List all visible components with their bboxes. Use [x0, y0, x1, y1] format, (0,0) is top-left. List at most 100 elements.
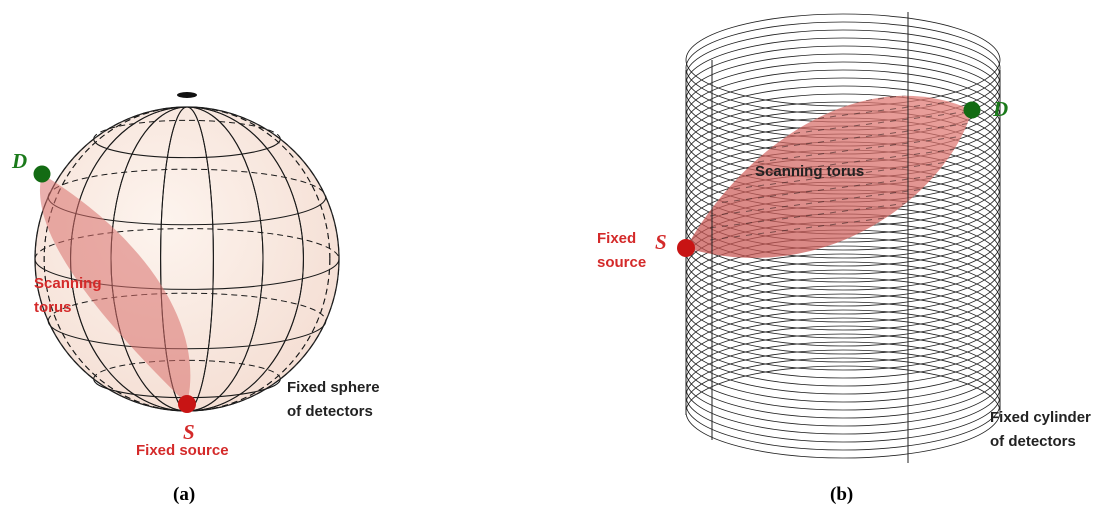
- torus-dash: [769, 135, 777, 137]
- torus-dash: [913, 153, 921, 155]
- torus-dash: [757, 232, 765, 235]
- torus-dash: [733, 127, 741, 130]
- caption-b: (b): [830, 484, 853, 505]
- torus-dash: [865, 219, 873, 221]
- torus-dash: [781, 145, 789, 148]
- torus-dash: [925, 127, 933, 130]
- torus-dash: [781, 181, 789, 184]
- cylinder-ring: [685, 365, 1001, 459]
- torus-dash: [937, 186, 945, 188]
- torus-dash: [889, 132, 897, 134]
- torus-dash: [769, 159, 777, 161]
- torus-dash: [901, 154, 909, 157]
- torus-dash: [733, 235, 741, 238]
- torus-dash: [793, 204, 801, 206]
- torus-dash: [841, 210, 849, 212]
- torus-dash: [709, 226, 717, 229]
- torus-dash: [949, 184, 957, 187]
- torus-dash: [733, 163, 741, 166]
- torus-dash: [937, 150, 945, 152]
- cylinder-ring: [685, 277, 1001, 371]
- torus-dash: [829, 151, 837, 154]
- torus-dash: [733, 211, 741, 214]
- torus-dash: [877, 109, 885, 112]
- torus-dash: [865, 195, 873, 197]
- torus-dash: [853, 148, 861, 151]
- torus-dash: [877, 133, 885, 136]
- torus-dash: [865, 147, 873, 149]
- torus-dash: [853, 196, 861, 199]
- torus-dash: [745, 198, 753, 200]
- torus-dash: [877, 97, 885, 100]
- torus-dash: [817, 129, 825, 131]
- torus-dash: [829, 115, 837, 118]
- torus-dash: [877, 181, 885, 184]
- torus-label-a-line2: torus: [34, 299, 72, 316]
- torus-dash: [829, 139, 837, 142]
- source-label-a: S: [183, 420, 195, 444]
- torus-dash: [733, 199, 741, 202]
- torus-dash: [829, 163, 837, 166]
- torus-dash: [769, 207, 777, 209]
- torus-dash: [781, 157, 789, 160]
- torus-dash: [733, 223, 741, 226]
- torus-dash: [817, 225, 825, 227]
- torus-dash: [853, 208, 861, 211]
- torus-dash: [853, 184, 861, 187]
- torus-dash: [805, 226, 813, 229]
- torus-dash: [949, 136, 957, 139]
- torus-dash: [901, 130, 909, 133]
- cylinder-ring: [685, 293, 1001, 387]
- torus-label-a-line1: Scanning: [34, 275, 102, 292]
- torus-dash: [853, 172, 861, 175]
- torus-dash: [913, 177, 921, 179]
- torus-dash: [793, 192, 801, 194]
- torus-dash: [805, 166, 813, 169]
- torus-dash: [949, 208, 957, 211]
- torus-dash: [877, 205, 885, 208]
- torus-dash: [757, 160, 765, 163]
- torus-dash: [901, 166, 909, 169]
- torus-dash: [817, 117, 825, 119]
- sphere-latitude-back: [47, 168, 327, 198]
- torus-dash: [889, 108, 897, 110]
- torus-label-b: Scanning torus: [755, 163, 864, 180]
- source-label-b-line2: source: [597, 254, 646, 271]
- torus-dash: [865, 123, 873, 125]
- torus-dash: [901, 142, 909, 145]
- torus-dash: [829, 223, 837, 226]
- torus-dash: [925, 139, 933, 142]
- torus-dash: [805, 154, 813, 157]
- torus-dash: [950, 89, 956, 90]
- torus-dash: [853, 220, 861, 223]
- torus-dash: [913, 165, 921, 167]
- torus-dash: [853, 124, 861, 127]
- torus-dash: [793, 156, 801, 158]
- source-label-b-line1: Fixed: [597, 230, 636, 247]
- torus-dash: [829, 199, 837, 202]
- torus-dash: [781, 205, 789, 208]
- cylinder-ring: [685, 21, 1001, 115]
- sphere-latitude-back: [93, 359, 281, 380]
- torus-dash: [841, 174, 849, 176]
- cylinder-ring: [685, 13, 1001, 107]
- torus-dash: [841, 162, 849, 164]
- torus-dash: [757, 208, 765, 211]
- sphere-latitude-front: [34, 258, 340, 290]
- torus-dash: [865, 135, 873, 137]
- torus-dash: [817, 165, 825, 167]
- torus-dash: [793, 108, 801, 110]
- torus-dash: [925, 175, 933, 178]
- torus-dash: [769, 123, 777, 125]
- torus-dash: [745, 234, 753, 236]
- panel-a: D Scanning torus Fixed sphere of detecto…: [11, 92, 380, 505]
- scanning-torus-b: [686, 95, 972, 258]
- torus-dash: [913, 117, 921, 119]
- torus-dash: [841, 150, 849, 152]
- torus-dash: [865, 99, 873, 101]
- torus-dash: [793, 180, 801, 182]
- torus-dash: [805, 202, 813, 205]
- torus-dash: [745, 222, 753, 224]
- torus-dash: [805, 190, 813, 193]
- torus-dash: [781, 217, 789, 220]
